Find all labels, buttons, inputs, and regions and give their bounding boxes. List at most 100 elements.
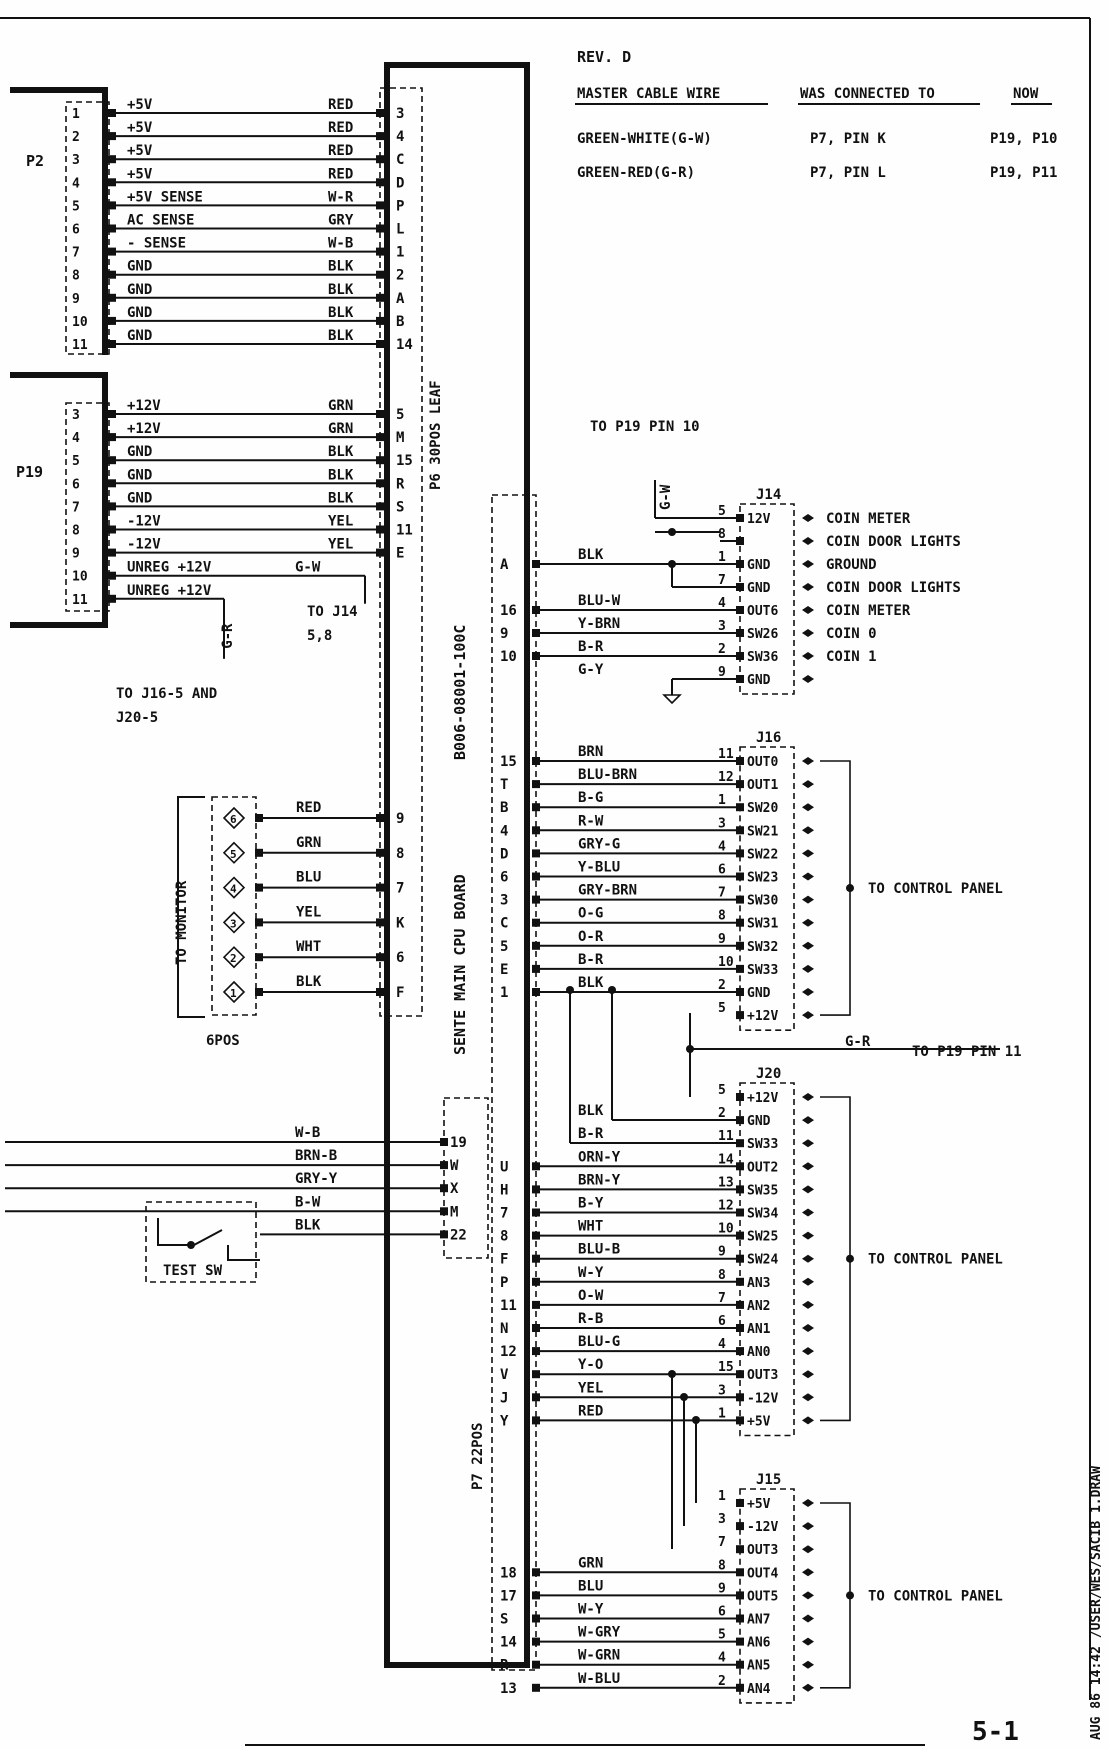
to-j14: TO J14: [307, 604, 358, 620]
monitor-pin-diamond: [222, 980, 246, 1004]
p6-pin: [376, 410, 384, 418]
p19-pin-number: 10: [72, 570, 88, 585]
p2-wire-signal: +5V: [127, 166, 153, 182]
monitor-pin-number: 1: [230, 987, 237, 1000]
j20-output-mark: [802, 1139, 814, 1148]
j20-signal: OUT2: [747, 1160, 778, 1175]
j20-wire-color: R-B: [578, 1311, 603, 1327]
j15-bracket-dot: [846, 1591, 854, 1600]
p7-pin: [532, 1416, 540, 1425]
p7-aux-pin: [440, 1184, 448, 1193]
ground-symbol: [662, 694, 682, 705]
j16-pin-number: 3: [718, 816, 726, 831]
j20-output-mark: [802, 1208, 814, 1217]
p7-pin: [532, 1660, 540, 1669]
p6-pin: [376, 953, 384, 962]
j20-pin-number: 5: [718, 1083, 726, 1098]
p7-pin: [532, 1347, 540, 1356]
j15-pin-number: 5: [718, 1628, 726, 1643]
p6-pin: [376, 548, 384, 557]
j14-destination: GROUND: [826, 557, 877, 573]
j15-output-mark: [802, 1591, 814, 1600]
j14-gnd-junction: [668, 560, 676, 568]
p7-aux-color: B-W: [295, 1194, 321, 1210]
j14-pin-number: 4: [718, 596, 726, 611]
p7-pin-label: P: [500, 1275, 508, 1291]
p19-pin-number: 9: [72, 547, 80, 562]
j14-destination: COIN DOOR LIGHTS: [826, 534, 961, 550]
j20-wire-color: B-R: [578, 1126, 604, 1142]
p2-wire-color: RED: [328, 97, 353, 113]
j16-output-mark: [802, 895, 814, 904]
cpu-board-part: B006-08001-100C: [451, 625, 469, 760]
p7-pin-label: E: [500, 962, 508, 978]
j15-pin-number: 3: [718, 1512, 726, 1527]
monitor-wire-pin: [255, 848, 263, 857]
p6-pin: [376, 132, 384, 141]
p7-pin-label: H: [500, 1182, 508, 1198]
j15-signal: OUT4: [747, 1566, 778, 1581]
j15-signal: AN4: [747, 1682, 771, 1697]
plus5-junction: [692, 1416, 700, 1424]
j16-pin-number: 1: [718, 793, 726, 808]
j20-output-mark: [802, 1277, 814, 1286]
j20-output-mark: [802, 1162, 814, 1171]
monitor-wire-color: RED: [296, 800, 321, 816]
p19-wire-signal: -12V: [127, 514, 161, 530]
j15-wire-color: W-GRY: [578, 1625, 621, 1641]
j20-wire-color: W-Y: [578, 1265, 604, 1281]
p6-pin: [376, 848, 384, 857]
monitor-wire-pin: [255, 814, 263, 822]
j16-wire-color: BRN: [578, 744, 603, 760]
j14-signal: GND: [747, 581, 771, 596]
j20-bracket-dot: [846, 1254, 854, 1263]
j20-wire-color: ORN-Y: [578, 1149, 621, 1165]
j20-signal: SW24: [747, 1253, 778, 1268]
to-monitor: TO MONITOR: [174, 880, 190, 965]
p2-wire-signal: +5V: [127, 97, 153, 113]
rev-col-was: WAS CONNECTED TO: [800, 86, 935, 102]
j14-wire-color: G-Y: [578, 662, 604, 678]
p7-pin: [532, 941, 540, 950]
p7-aux-color: BLK: [295, 1217, 321, 1233]
p6-pin: [376, 224, 384, 233]
j20-output-mark: [802, 1347, 814, 1356]
monitor-wire-color: GRN: [296, 835, 321, 851]
j16-pin-number: 11: [718, 747, 734, 762]
j20-output-mark: [802, 1416, 814, 1425]
j20-pin-number: 14: [718, 1152, 734, 1167]
monitor-pin-diamond: [222, 911, 246, 934]
p2-wire-signal: GND: [127, 305, 152, 321]
p6-pin-label: A: [396, 291, 405, 307]
p2-label: P2: [26, 152, 44, 170]
page-number: 5-1: [972, 1717, 1019, 1747]
j16-pin-number: 6: [718, 863, 726, 878]
p7-aux-pin: [440, 1161, 448, 1170]
j16-signal: SW32: [747, 940, 778, 955]
j14-wire-color: Y-BRN: [578, 616, 620, 632]
j16-pin-number: 2: [718, 978, 726, 993]
j15-signal: AN6: [747, 1636, 771, 1651]
j14-output-mark: [802, 583, 814, 591]
p7-pin-label: 4: [500, 823, 508, 839]
p6-pin-label: C: [396, 152, 404, 168]
p2-wire-pin: [108, 270, 116, 279]
monitor-wire-pin: [255, 883, 263, 892]
j15-bracket: [820, 1502, 851, 1689]
j15-output-mark: [802, 1637, 814, 1646]
j16-wire-color: B-G: [578, 790, 603, 806]
p19-wire-color: GRN: [328, 421, 353, 437]
p7-pin: [532, 560, 540, 568]
j16-wire-color: GRY-G: [578, 836, 620, 852]
monitor-wire-pin: [255, 918, 263, 927]
p2-wire-color: RED: [328, 120, 353, 136]
j15-signal: AN7: [747, 1613, 770, 1628]
monitor-pin-number: 4: [230, 883, 237, 896]
p7-pin-label: 13: [500, 1681, 517, 1697]
j20-output-mark: [802, 1300, 814, 1309]
p7-pin: [532, 1637, 540, 1646]
j20-pin-number: 10: [718, 1222, 734, 1237]
p7-pin-label: 9: [500, 626, 508, 642]
p2-wire-color: W-B: [328, 236, 353, 252]
